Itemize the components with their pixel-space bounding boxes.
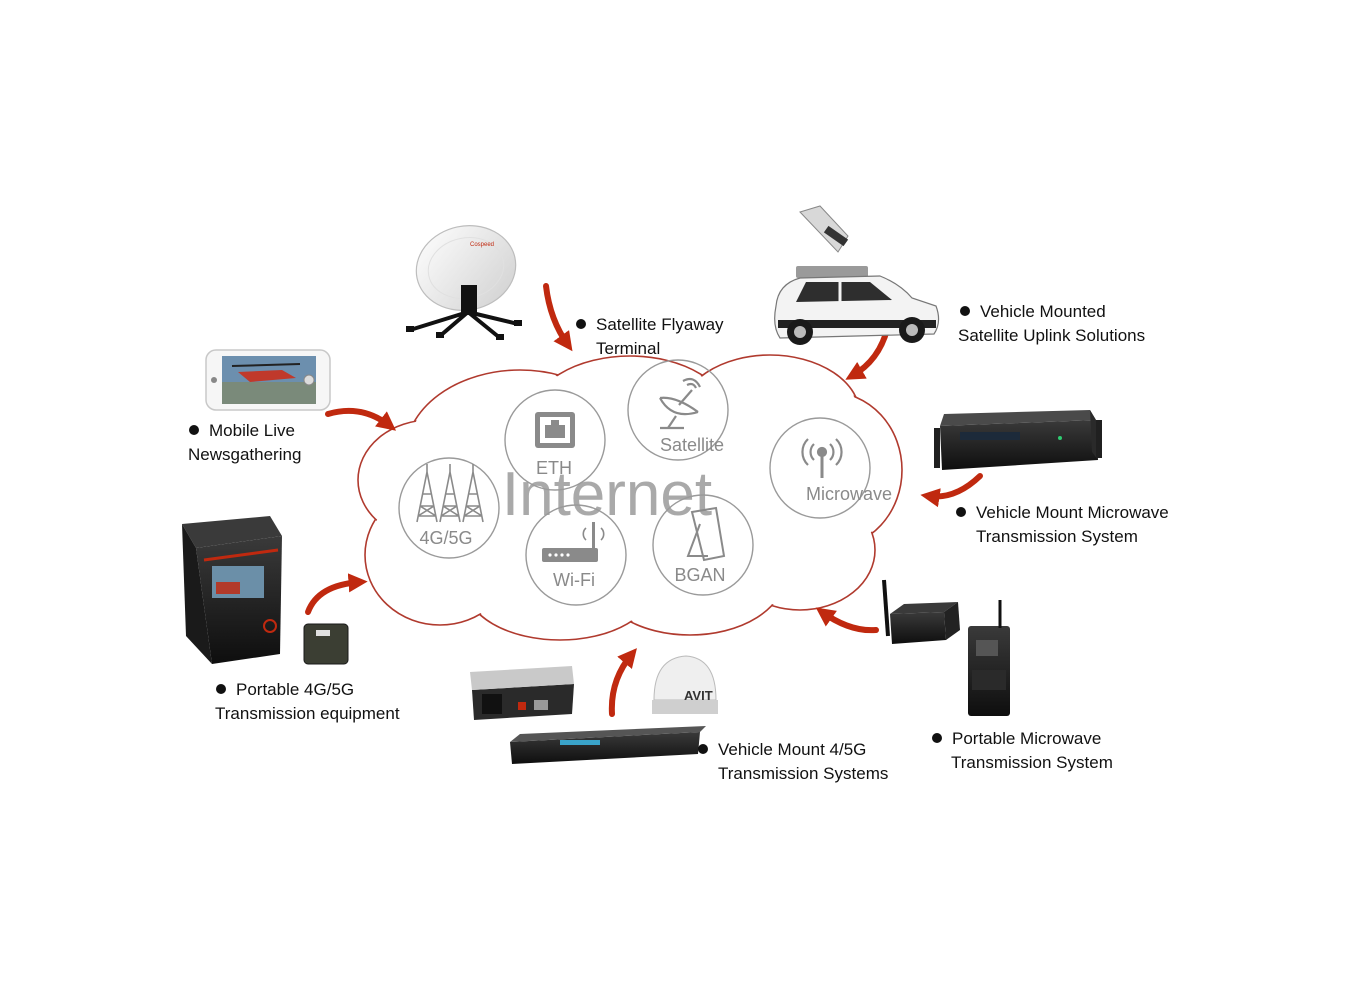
mobile-live-label: Mobile Live Newsgathering xyxy=(188,421,302,464)
arrow-portable-4g5g xyxy=(305,573,368,615)
microwave-label: Microwave xyxy=(806,484,892,504)
4g5g-label: 4G/5G xyxy=(419,528,472,548)
arrow-vehicle-4g5g xyxy=(608,648,637,717)
satellite-dish-icon xyxy=(659,377,701,430)
bgan-node xyxy=(652,494,754,596)
arrow-vehicle-microwave xyxy=(920,473,983,508)
bullet-icon xyxy=(216,684,226,694)
microwave-node xyxy=(769,417,871,519)
arrow-mobile xyxy=(325,407,397,431)
bgan-terminal-icon xyxy=(686,506,726,562)
wifi-node xyxy=(525,504,627,606)
router-icon xyxy=(542,522,605,562)
eth-node xyxy=(504,389,606,491)
bullet-icon xyxy=(189,425,199,435)
bullet-icon xyxy=(576,319,586,329)
arrows xyxy=(305,283,983,717)
flyaway-terminal-image: Cospeed xyxy=(406,225,522,340)
flyaway-brand: Cospeed xyxy=(470,242,494,248)
bullet-icon xyxy=(698,744,708,754)
portable-microwave-label: Portable Microwave Transmission System xyxy=(932,727,1113,775)
bullet-icon xyxy=(932,733,942,743)
4g5g-node xyxy=(398,457,500,559)
mobile-phone-image xyxy=(205,349,331,411)
radome-brand: AVIT xyxy=(684,688,713,703)
bullet-icon xyxy=(956,507,966,517)
vehicle-4g5g-image: AVIT xyxy=(470,655,718,764)
flyaway-label: Satellite Flyaway Terminal xyxy=(576,313,724,361)
arrow-flyaway xyxy=(543,283,573,352)
vehicle-satellite-image xyxy=(774,205,940,345)
satellite-node xyxy=(627,359,729,461)
portable-4g5g-image xyxy=(182,516,349,665)
portable-microwave-image xyxy=(882,579,1010,716)
vehicle-4g5g-label: Vehicle Mount 4/5G Transmission Systems xyxy=(698,738,888,786)
antenna-icon xyxy=(801,438,843,478)
vehicle-microwave-label: Vehicle Mount Microwave Transmission Sys… xyxy=(956,501,1169,549)
cell-tower-icon xyxy=(416,464,484,523)
vehicle-satellite-label: Vehicle Mounted Satellite Uplink Solutio… xyxy=(958,302,1146,345)
wifi-label: Wi-Fi xyxy=(553,570,595,590)
cloud-title: Internet xyxy=(502,460,712,529)
arrow-portable-microwave xyxy=(815,607,879,634)
portable-4g5g-label: Portable 4G/5G Transmission equipment xyxy=(215,680,400,723)
vehicle-microwave-image xyxy=(934,410,1102,470)
internet-cloud: Internet xyxy=(357,354,903,641)
bullet-icon xyxy=(960,306,970,316)
bgan-label: BGAN xyxy=(674,565,725,585)
satellite-label: Satellite xyxy=(660,435,724,455)
eth-label: ETH xyxy=(536,458,572,478)
ethernet-port-icon xyxy=(535,412,575,448)
